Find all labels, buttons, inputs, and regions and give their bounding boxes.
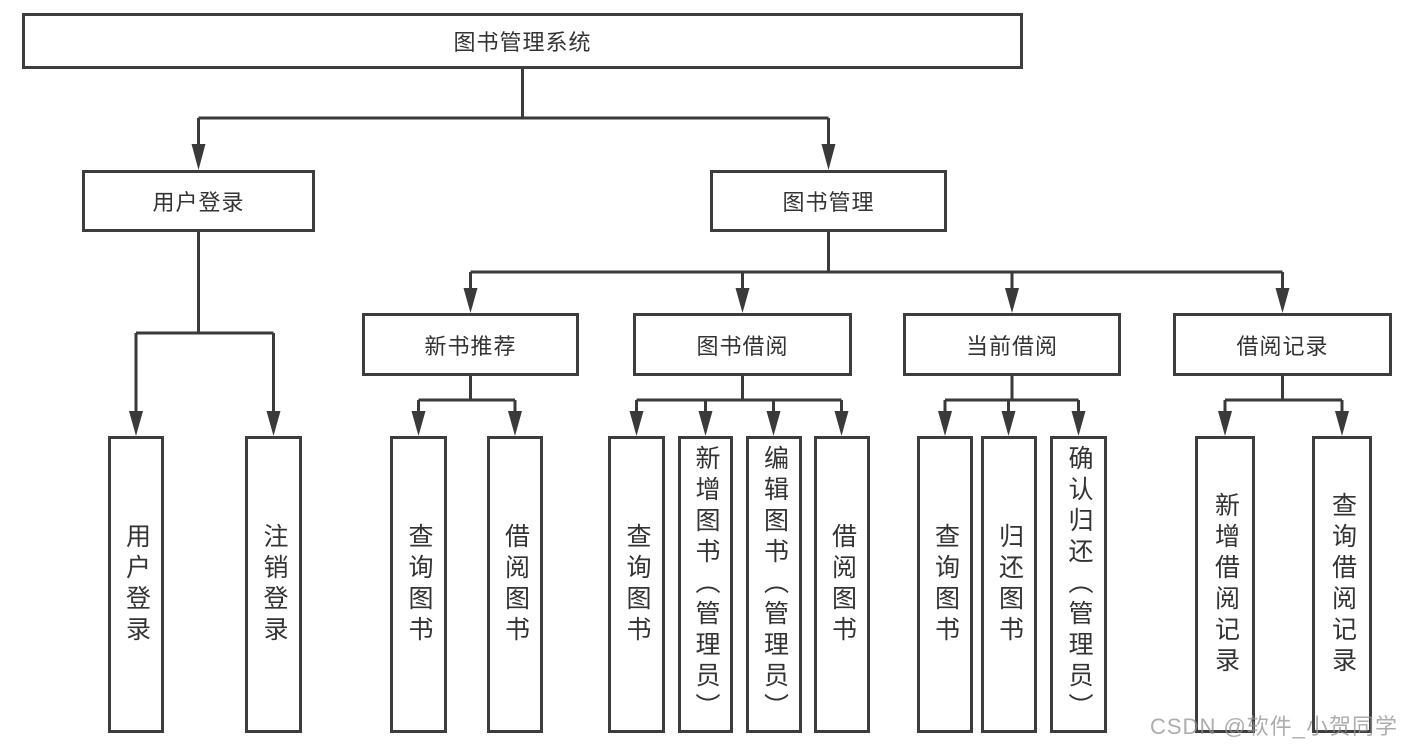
node-new-book-recommend: 新书推荐	[362, 313, 579, 376]
arrow-icon	[508, 411, 522, 436]
arrow-icon	[629, 411, 644, 436]
connector-root-to-level2	[197, 69, 830, 146]
arrowheads	[129, 144, 1349, 436]
arrow-icon	[1005, 288, 1019, 313]
leaf-query-books-recommend: 查询图书	[390, 436, 447, 733]
leaf-logout: 注销登录	[245, 436, 302, 733]
arrow-icon	[266, 411, 281, 436]
node-root: 图书管理系统	[22, 13, 1023, 69]
node-current-borrow: 当前借阅	[903, 313, 1121, 376]
leaf-query-borrow-record: 查询借阅记录	[1312, 436, 1372, 733]
node-book-management: 图书管理	[710, 170, 947, 232]
arrow-icon	[938, 411, 952, 436]
connector-newbook-to-leaves	[417, 376, 517, 412]
node-user-login: 用户登录	[82, 170, 315, 232]
arrow-icon	[191, 144, 206, 170]
leaf-borrow-books: 借阅图书	[814, 436, 870, 733]
leaf-edit-books-admin: 编辑图书（管理员）	[746, 436, 802, 733]
leaf-query-books-borrow: 查询图书	[608, 436, 665, 733]
node-book-borrow: 图书借阅	[633, 313, 852, 376]
arrow-icon	[129, 411, 143, 436]
leaf-query-books-current: 查询图书	[917, 436, 973, 733]
leaf-borrow-books-recommend: 借阅图书	[487, 436, 543, 733]
connector-bookborrow-to-leaves	[635, 376, 843, 412]
arrow-icon	[735, 288, 750, 313]
arrow-icon	[834, 411, 849, 436]
connector-userlogin-to-leaves	[134, 232, 275, 412]
csdn-watermark: CSDN @软件_小贺同学	[1150, 714, 1399, 739]
connector-bookmgmt-to-level3	[469, 232, 1284, 289]
leaf-add-borrow-record: 新增借阅记录	[1195, 436, 1255, 733]
connector-borrowrecords-to-leaves	[1223, 376, 1344, 412]
arrow-icon	[1001, 411, 1016, 436]
leaf-confirm-return-admin: 确认归还（管理员）	[1050, 436, 1107, 733]
arrow-icon	[698, 411, 713, 436]
arrow-icon	[1218, 411, 1232, 436]
arrow-icon	[1071, 411, 1086, 436]
arrow-icon	[411, 411, 426, 436]
arrow-icon	[766, 411, 781, 436]
arrow-icon	[821, 144, 836, 170]
connector-currentborrow-to-leaves	[943, 376, 1080, 412]
leaf-add-books-admin: 新增图书（管理员）	[678, 436, 733, 733]
arrow-icon	[463, 288, 478, 313]
arrow-icon	[1275, 288, 1290, 313]
leaf-user-login: 用户登录	[108, 436, 164, 733]
arrow-icon	[1335, 411, 1349, 436]
leaf-return-books: 归还图书	[981, 436, 1037, 733]
node-borrow-records: 借阅记录	[1173, 313, 1392, 376]
